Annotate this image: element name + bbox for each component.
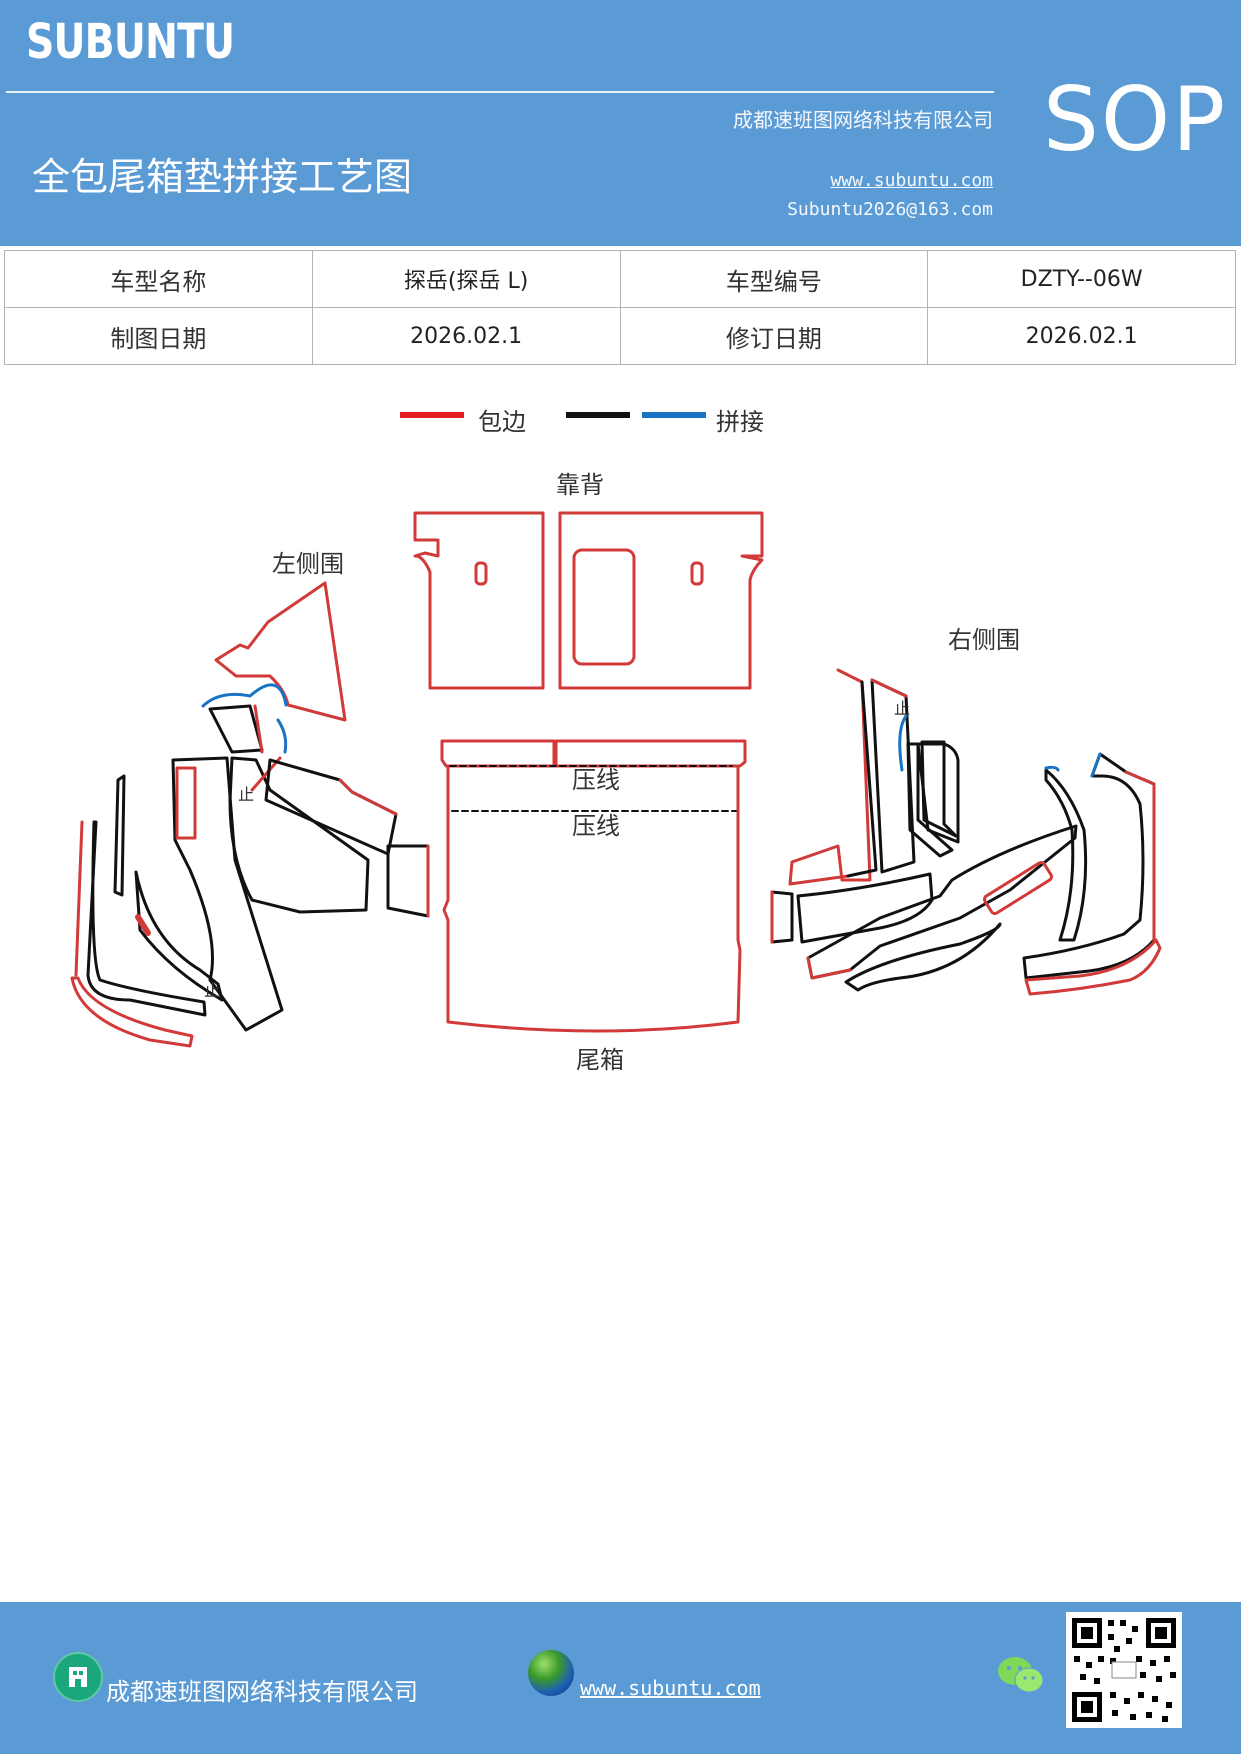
- left-pillar: [171, 756, 284, 1032]
- label-trunk: 尾箱: [576, 1046, 624, 1074]
- left-curve-2: [134, 870, 224, 1002]
- right-outer-pillar-red: [1124, 770, 1156, 942]
- left-small-piece: [208, 704, 264, 754]
- right-small-box: [770, 890, 794, 944]
- left-splice-arc: [201, 683, 288, 708]
- right-outer-pillar: [1022, 752, 1156, 980]
- right-lower-swoosh: [844, 922, 1002, 992]
- right-arc-strip: [1044, 768, 1088, 942]
- right-splice: [898, 714, 908, 772]
- page-title: 全包尾箱垫拼接工艺图: [32, 155, 413, 199]
- left-trap: [386, 844, 430, 918]
- legend-splice-label: 拼接: [716, 408, 764, 436]
- draw-date-value: 2026.02.1: [311, 307, 621, 365]
- draw-date-label: 制图日期: [4, 307, 313, 365]
- legend-black-swatch: [566, 412, 630, 418]
- header-url-link[interactable]: www.subuntu.com: [830, 170, 993, 191]
- backrest-right-panel: [558, 511, 764, 690]
- brand-logo: SUBUNTU: [26, 14, 235, 70]
- header-email[interactable]: Subuntu2026@163.com: [787, 199, 993, 220]
- right-diagonal-red-tail: [806, 956, 852, 980]
- legend-edge-label: 包边: [478, 408, 526, 436]
- right-bottom-curve: [1024, 938, 1162, 996]
- left-small-piece-red: [253, 704, 264, 754]
- left-pillar-window: [175, 766, 197, 840]
- label-press-line-1: 压线: [572, 766, 620, 794]
- left-blue-edge: [276, 718, 288, 754]
- model-code-value: DZTY--06W: [927, 250, 1236, 308]
- left-upper-right-red: [338, 778, 398, 816]
- trunk-top-strip-right: [554, 739, 747, 768]
- right-mid-long: [796, 872, 934, 944]
- left-thin-strip: [113, 774, 126, 897]
- info-table: 车型名称 探岳(探岳 L) 车型编号 DZTY--06W 制图日期 2026.0…: [4, 250, 1236, 365]
- left-center-panel: [228, 756, 370, 914]
- legend-splice-swatch: [642, 412, 706, 418]
- table-row: 车型名称 探岳(探岳 L) 车型编号 DZTY--06W: [4, 250, 1236, 308]
- stop-mark-left-upper: 止: [238, 785, 254, 804]
- footer-company: 成都速班图网络科技有限公司: [106, 1678, 418, 1706]
- left-top-triangle: [214, 581, 347, 722]
- backrest-left-slot: [474, 561, 488, 586]
- backrest-window: [572, 548, 636, 666]
- left-upper-right: [264, 758, 398, 856]
- legend-edge-swatch: [400, 412, 464, 418]
- table-row: 制图日期 2026.02.1 修订日期 2026.02.1: [4, 307, 1236, 365]
- building-icon: [53, 1652, 103, 1702]
- label-press-line-2: 压线: [572, 812, 620, 840]
- model-name-value: 探岳(探岳 L): [311, 250, 621, 308]
- left-curve-1-red: [74, 820, 84, 977]
- right-outer-splice: [1090, 752, 1102, 778]
- backrest-left-panel: [413, 511, 545, 690]
- header-divider: [6, 91, 994, 93]
- trunk-top-strip: [440, 739, 556, 768]
- right-arc-splice: [1044, 765, 1060, 772]
- right-diagonal: [806, 824, 1078, 980]
- left-curve-1: [86, 820, 207, 1017]
- left-bottom-curve: [70, 976, 194, 1048]
- backrest-right-slot: [690, 561, 704, 586]
- globe-icon: [528, 1650, 574, 1696]
- right-box: [916, 742, 960, 844]
- model-code-label: 车型编号: [619, 250, 929, 308]
- footer-url-link[interactable]: www.subuntu.com: [580, 1676, 761, 1700]
- label-right-side: 右侧围: [948, 626, 1020, 654]
- pattern-diagram: 靠背 左侧围 右侧围 尾箱 压线 压线 止 止 止: [70, 471, 1162, 1074]
- legend: 包边 拼接: [400, 402, 800, 438]
- left-center-red: [250, 756, 282, 792]
- revise-date-label: 修订日期: [619, 307, 929, 365]
- stop-mark-left-lower: 止: [204, 981, 220, 1000]
- model-name-label: 车型名称: [4, 250, 313, 308]
- right-nested-2: [920, 740, 958, 838]
- trunk-floor-panel: [442, 764, 742, 1033]
- right-diag-window: [983, 860, 1053, 916]
- left-red-tab: [135, 914, 151, 936]
- right-tall-strip: [788, 668, 872, 886]
- page-header: SUBUNTU 成都速班图网络科技有限公司 全包尾箱垫拼接工艺图 www.sub…: [0, 0, 1241, 246]
- header-company: 成都速班图网络科技有限公司: [733, 108, 993, 132]
- page-footer: 成都速班图网络科技有限公司 www.subuntu.com: [0, 1602, 1241, 1754]
- label-backrest: 靠背: [556, 471, 604, 499]
- qr-code: [1066, 1612, 1182, 1728]
- right-tall-strip-black: [846, 680, 878, 878]
- label-left-side: 左侧围: [272, 550, 344, 578]
- stop-mark-right: 止: [894, 699, 910, 718]
- revise-date-value: 2026.02.1: [927, 307, 1236, 365]
- sop-badge: SOP: [1043, 68, 1228, 171]
- wechat-icon[interactable]: [996, 1654, 1046, 1696]
- right-second-strip-red: [870, 678, 908, 698]
